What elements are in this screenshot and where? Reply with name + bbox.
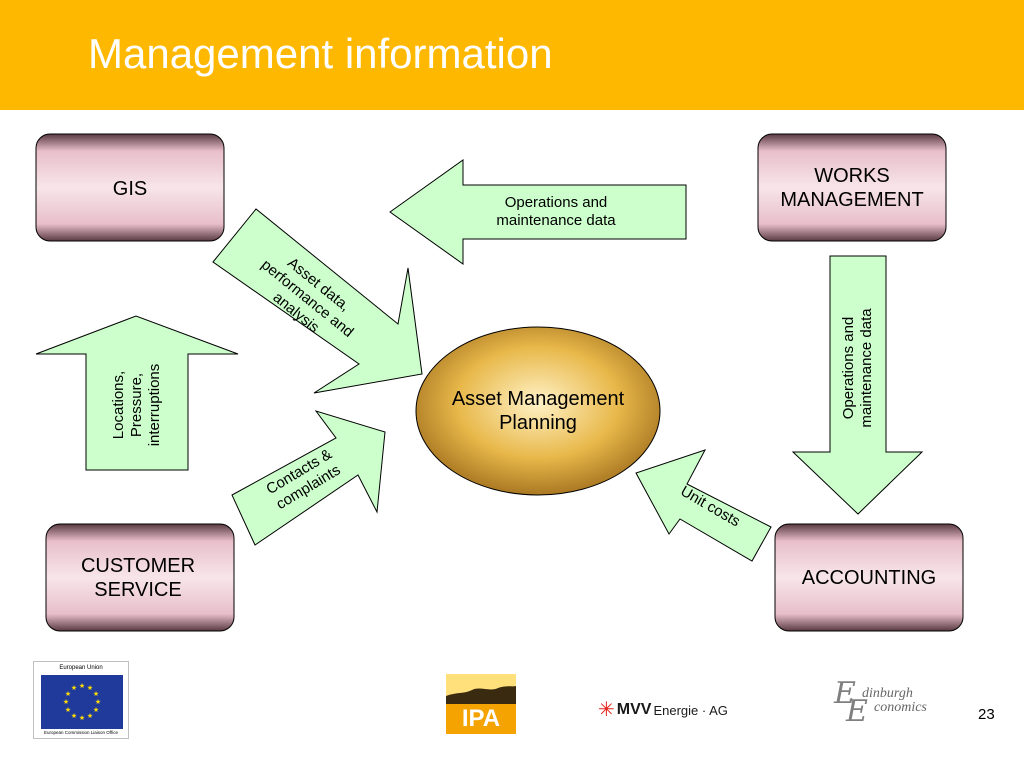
eu-logo-bottom-text: European Commission Liaison Office [44, 730, 118, 735]
mvv-logo-text: MVV [616, 701, 652, 718]
asset-management-planning-ellipse [415, 326, 661, 496]
eu-logo-top-text: European Union [59, 665, 103, 671]
works-to-accounting-label: Operations and maintenance data [840, 308, 875, 428]
customer-service-label: CUSTOMER SERVICE [80, 555, 196, 601]
works-management-label: WORKS MANAGEMENT [780, 165, 924, 211]
title-bar [0, 0, 1024, 110]
arrow-accounting-to-amp [635, 449, 772, 562]
ipa-sky-icon [446, 674, 516, 704]
slide-title: Management information [88, 30, 553, 77]
customer-to-gis-label: Locations, Pressure, interruptions [110, 363, 163, 447]
svg-text:★: ★ [79, 714, 85, 722]
page-number: 23 [978, 706, 995, 723]
mvv-logo: ✳ MVV Energie · AG [598, 698, 740, 722]
eu-logo: European Union ★★★ ★★★ ★★★ ★★★ European … [33, 661, 129, 739]
accounting-box [774, 523, 964, 632]
ipa-logo-text: IPA [446, 704, 516, 734]
svg-text:★: ★ [79, 682, 85, 690]
svg-text:★: ★ [93, 706, 99, 714]
edinburgh-line1: dinburgh [862, 686, 913, 701]
ipa-logo: IPA [446, 674, 516, 734]
gis-label: GIS [112, 178, 148, 200]
arrow-gis-to-amp [212, 208, 423, 394]
mvv-star-icon: ✳ [598, 699, 615, 721]
customer-service-box [45, 523, 235, 632]
eu-flag-icon: ★★★ ★★★ ★★★ ★★★ [41, 675, 123, 729]
svg-text:★: ★ [87, 712, 93, 720]
arrow-customer-to-gis [35, 315, 239, 471]
gis-box [35, 133, 225, 242]
svg-text:★: ★ [71, 684, 77, 692]
works-to-gis-label: Operations and maintenance data [496, 194, 616, 229]
accounting-label: ACCOUNTING [801, 567, 937, 589]
svg-text:★: ★ [95, 698, 101, 706]
svg-text:★: ★ [93, 690, 99, 698]
arrow-customer-to-amp [231, 410, 386, 546]
svg-text:★: ★ [71, 712, 77, 720]
works-management-box [757, 133, 947, 242]
svg-text:★: ★ [65, 706, 71, 714]
edinburgh-e-top: E [834, 676, 856, 711]
arrow-works-to-accounting [791, 255, 924, 515]
mvv-logo-subtext: Energie · AG [653, 702, 728, 718]
arrow-works-to-gis [389, 159, 687, 265]
svg-text:★: ★ [63, 698, 69, 706]
edinburgh-line2: conomics [874, 700, 927, 715]
eu-stars-icon: ★★★ ★★★ ★★★ ★★★ [63, 682, 101, 722]
asset-management-planning-label: Asset Management Planning [451, 388, 625, 434]
svg-text:★: ★ [65, 690, 71, 698]
edinburgh-e-bottom: E [846, 694, 868, 729]
edinburgh-economics-logo: E E dinburgh conomics [834, 676, 944, 729]
svg-text:★: ★ [87, 684, 93, 692]
